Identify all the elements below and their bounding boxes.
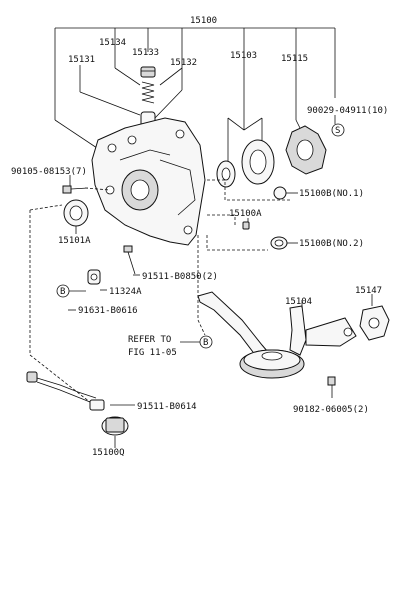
label-15101a: 15101A [58,236,91,246]
oil-pump-body [91,117,206,246]
label-90105: 90105-08153(7) [11,167,87,177]
label-91631: 91631-B0616 [78,306,138,316]
label-15147: 15147 [355,286,382,296]
relief-spring [141,81,155,104]
gasket-15147 [359,294,390,341]
rotor-set [216,117,275,188]
relief-plug [140,66,156,78]
refer-note: REFER TO FIG 11-05 B [128,335,213,358]
o-ring-15100a [242,218,250,230]
b-marker-right-label: B [203,338,208,348]
part-labels: 15100 15134 15133 15131 15132 15103 1511… [11,16,388,458]
o-ring-no2 [270,236,298,250]
o-ring-no1 [273,186,298,200]
label-15103: 15103 [230,51,257,61]
oil-strainer [197,291,357,379]
label-15100q: 15100Q [92,448,125,458]
label-15100a: 15100A [229,209,262,219]
b-marker-left-label: B [60,287,65,297]
bolt-90182 [327,376,336,398]
label-15132: 15132 [170,58,197,68]
label-91511-b0614: 91511-B0614 [137,402,197,412]
pump-cover [285,119,327,175]
b-marker-left: B [56,284,86,298]
label-15100b-no2: 15100B(NO.2) [299,239,364,249]
relief-valve-leaders [79,65,183,119]
refer-line2: FIG 11-05 [128,348,177,358]
label-11324a: 11324A [109,287,142,297]
label-15100b-no1: 15100B(NO.1) [299,189,364,199]
label-15134: 15134 [99,38,126,48]
label-15133: 15133 [132,48,159,58]
bolt-90105 [62,175,89,194]
label-91511-b0850: 91511-B0850(2) [142,272,218,282]
refer-line1: REFER TO [128,335,171,345]
bracket-11324a [87,269,107,291]
label-15131: 15131 [68,55,95,65]
oil-pressure-sensor [26,371,135,448]
label-90029: 90029-04911(10) [307,106,388,116]
label-15100: 15100 [190,16,217,26]
dashed-guides [29,179,290,411]
assembly-bracket [54,27,336,151]
label-90182: 90182-06005(2) [293,405,369,415]
s-marker: S [331,115,345,137]
s-marker-label: S [335,126,340,136]
label-15115: 15115 [281,54,308,64]
oil-seal [63,199,89,234]
label-15104: 15104 [285,297,312,307]
bolt-91511-b0850 [123,245,140,276]
